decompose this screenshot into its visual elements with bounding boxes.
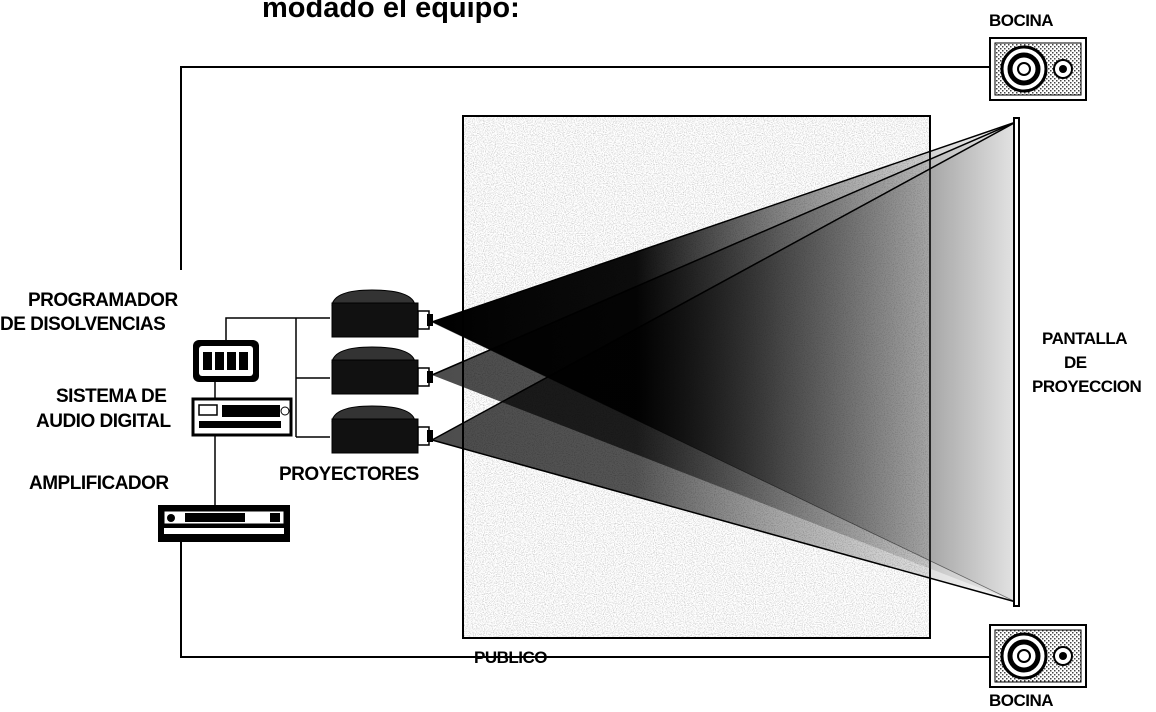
speaker-wiring (180, 66, 990, 658)
projectors-label: PROYECTORES (279, 464, 419, 485)
amplifier-label: AMPLIFICADOR (29, 473, 169, 494)
audience-label: PUBLICO (474, 648, 548, 667)
programmer-label-line1: PROGRAMADOR (28, 290, 178, 311)
audio-label-line2: AUDIO DIGITAL (36, 411, 171, 432)
programmer-label-line2: DE DISOLVENCIAS (0, 314, 166, 335)
dissolve-programmer-icon (193, 340, 259, 382)
speaker-icon (989, 624, 1087, 688)
digital-audio-icon (191, 397, 293, 437)
projection-screen-icon (1013, 117, 1020, 607)
diagram-heading: modado el equipo: (262, 0, 520, 24)
equipment-wiring (214, 317, 330, 505)
projection-beams (431, 121, 1017, 603)
screen-label-line3: PROYECCION (1032, 377, 1142, 396)
projector-icon (331, 405, 433, 454)
amplifier-icon (158, 505, 290, 542)
audio-label-line1: SISTEMA DE (56, 386, 167, 407)
projector-icon (331, 346, 433, 395)
screen-label-line1: PANTALLA (1042, 329, 1128, 348)
speaker-label-bottom: BOCINA (989, 691, 1054, 710)
projector-icon (331, 289, 433, 338)
speaker-icon (989, 37, 1087, 101)
speaker-label-top: BOCINA (989, 11, 1054, 30)
screen-label-line2: DE (1064, 353, 1087, 372)
